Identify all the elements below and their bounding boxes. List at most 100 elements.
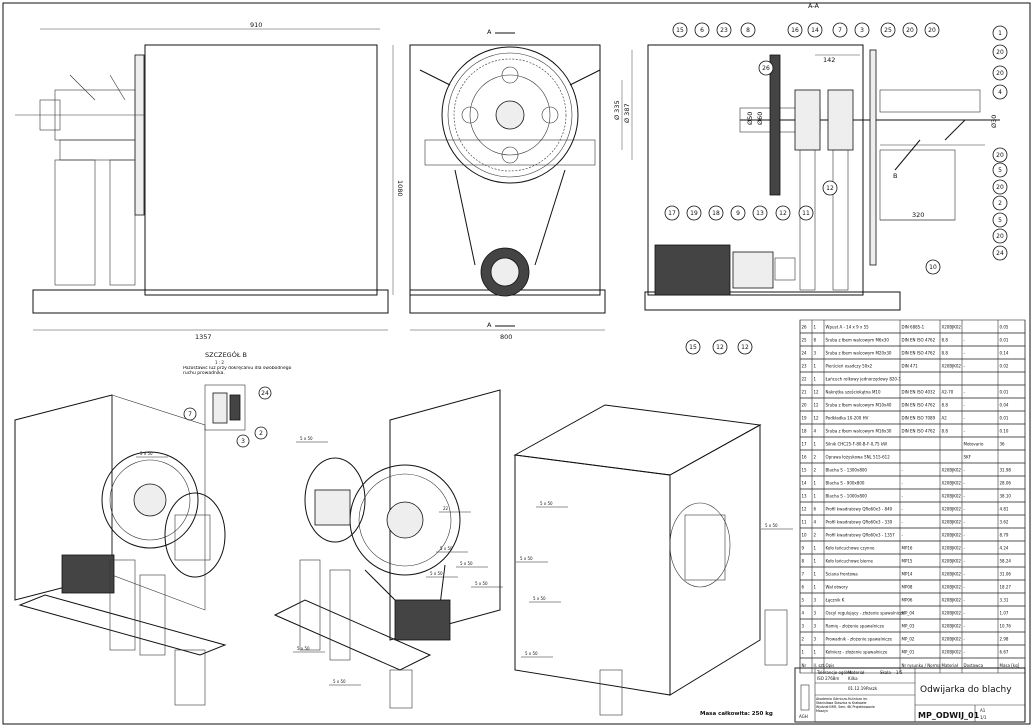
bom-cell-dims: - [964,637,966,642]
callout-bubble [798,205,814,221]
bom-cell-qty: 2 [814,455,817,460]
bom-cell-qty: 4 [814,429,817,434]
motor-section [654,244,731,296]
bom-cell-dims: - [964,494,966,499]
bom-cell-std: MP_02 [902,637,915,642]
bom-cell-qty: 1 [814,572,817,577]
weld-label: 5 x 50 [140,451,153,456]
bom-cell-mat: X20BJK02 [942,624,962,629]
bom-cell-no: 7 [802,572,805,577]
bom-cell-qty: 1 [814,325,817,330]
bom-cell-mass: 0.02 [1000,364,1009,369]
bom-cell-dims: - [964,338,966,343]
callout-number: 3 [860,27,864,34]
bom-cell-no: 15 [802,468,808,473]
bom-cell-std: MP_04 [902,611,915,616]
bom-header-no: Nr [802,663,807,668]
total-mass: Masa całkowita: 250 kg [700,711,773,717]
bom-cell-mat: X20BJK02 [942,650,962,655]
callout-number: 19 [690,210,698,217]
callout-number: 25 [884,27,892,34]
callout-bubble [992,228,1008,244]
bom-cell-no: 16 [802,455,808,460]
bom-cell-std: - [902,481,904,486]
scale-value: 1:5 [896,670,903,675]
section-letter-bottom: A [487,321,492,329]
callout-number: 9 [736,210,740,217]
bom-header-name: Opis [826,663,835,668]
callout-number: 26 [762,65,770,72]
callout-number: 10 [929,264,937,271]
dim-diam-387: Ø 387 [623,103,631,123]
bom-cell-dims: - [964,468,966,473]
bom-cell-mat: X20BJK02 [942,507,962,512]
bom-cell-std: DIN EN ISO 4762 [902,351,936,356]
bom-cell-mass: 1.07 [1000,611,1009,616]
bom-cell-mat: X20BJK02 [942,572,962,577]
callout-number: 16 [791,27,799,34]
callout-number: 11 [802,210,810,217]
bom-cell-name: Łącznik K [825,598,845,603]
bom-header-mat: Materiał [942,663,959,668]
callout-bubble [672,22,688,38]
bom-cell-name: Wpust A - 14 x 9 x 55 [826,325,870,330]
section-mark-aa: A-A [808,2,820,10]
callout-bubble [822,180,838,196]
bom-cell-name: Prowadnik - złożenie spawalnicze [826,637,893,642]
bom-cell-no: 14 [802,481,808,486]
bom-cell-std: - [902,520,904,525]
sheet-number: 1/1 [980,715,987,720]
bom-cell-qty: 3 [814,611,817,616]
bom-cell-mass: 2.98 [1000,637,1009,642]
callout-bubble [992,25,1008,41]
bom-cell-mat: X20BJK02 [942,520,962,525]
callout-number: 12 [741,344,749,351]
bom-cell-mat: X20BJK02 [942,325,962,330]
callout-number: 12 [779,210,787,217]
callout-bubble [775,205,791,221]
driven-sprocket [441,46,579,184]
detail-callout-bubble [254,426,268,440]
bom-cell-name: Oscyl regulujący - złożenie spawalnicze [826,611,906,616]
bom-cell-qty: 1 [814,481,817,486]
callout-bubble [924,22,940,38]
bom-cell-no: 25 [802,338,808,343]
bom-cell-std: - [902,494,904,499]
material-value: Kilka [848,676,858,681]
bom-cell-mass: 0.04 [1000,403,1009,408]
bom-cell-name: Nakrętka sześciokątna M10 [826,390,881,395]
base-frame-side [32,289,389,314]
callout-number: 2 [998,200,1002,207]
callout-bubble [787,22,803,38]
bom-cell-name: Śruba z łbem walcowym M6x30 [826,338,890,343]
bom-cell-name: Śruba z łbem walcowym M10x40 [826,403,892,408]
callout-bubble [694,22,710,38]
callout-bubble [992,147,1008,163]
dim-shaft-d60: Ø60 [756,112,764,125]
date-1: 01.12.19 [848,686,866,691]
bom-cell-mass: 8.79 [1000,533,1009,538]
bom-cell-dims: - [964,351,966,356]
bom-cell-qty: 2 [814,468,817,473]
bom-cell-std: DIN EN ISO 4032 [902,390,936,395]
bom-cell-no: 18 [802,429,808,434]
bom-cell-no: 26 [802,325,808,330]
detail-b-scale: 1 : 2 [215,360,224,365]
bom-cell-mat: X20BJK02 [942,533,962,538]
bom-cell-qty: 6 [814,507,817,512]
callout-bubble [832,22,848,38]
bom-cell-name: Podkładka 10-200 HV [826,416,869,421]
bom-cell-name: Profil kwadratowy QRo60x3 - 840 [826,507,893,512]
weld-label: 5 x 50 [540,501,553,506]
bom-cell-std: MP08 [902,585,913,590]
agh-logo-text: AGH [799,714,808,719]
bom-cell-no: 19 [802,416,808,421]
bom-cell-no: 10 [802,533,808,538]
bom-cell-dims: - [964,598,966,603]
bom-cell-no: 11 [802,520,808,525]
callout-bubble [992,44,1008,60]
dim-142: 142 [823,56,835,64]
bom-cell-qty: 2 [814,533,817,538]
bom-cell-no: 24 [802,351,808,356]
